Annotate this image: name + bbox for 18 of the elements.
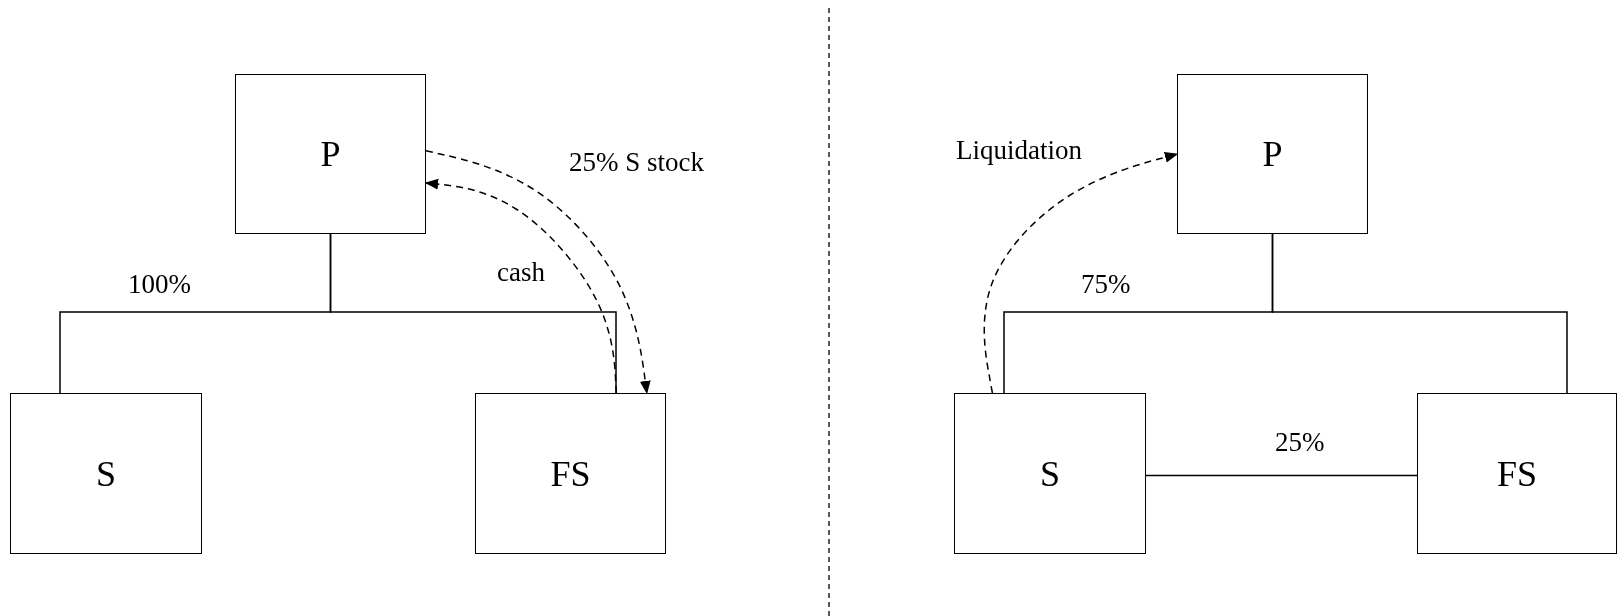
curved-arrow [425, 150, 651, 395]
entity-name: P [1262, 133, 1283, 175]
curved-arrow [983, 152, 1179, 394]
entity-box [954, 393, 1146, 554]
connector-line [329, 233, 617, 394]
entity-box [475, 393, 666, 554]
entity-box [235, 74, 426, 234]
entity-name: FS [1496, 452, 1537, 495]
entity-name: FS [550, 452, 591, 495]
entity-name: P [320, 133, 341, 175]
entity-name: S [1040, 452, 1060, 495]
entity-box [1417, 393, 1617, 554]
entity-name: S [96, 452, 116, 495]
entity-box [10, 393, 202, 554]
connector-line [1145, 474, 1418, 477]
curved-arrow [424, 178, 618, 394]
connector-line [1271, 233, 1568, 394]
entity-box [1177, 74, 1368, 234]
